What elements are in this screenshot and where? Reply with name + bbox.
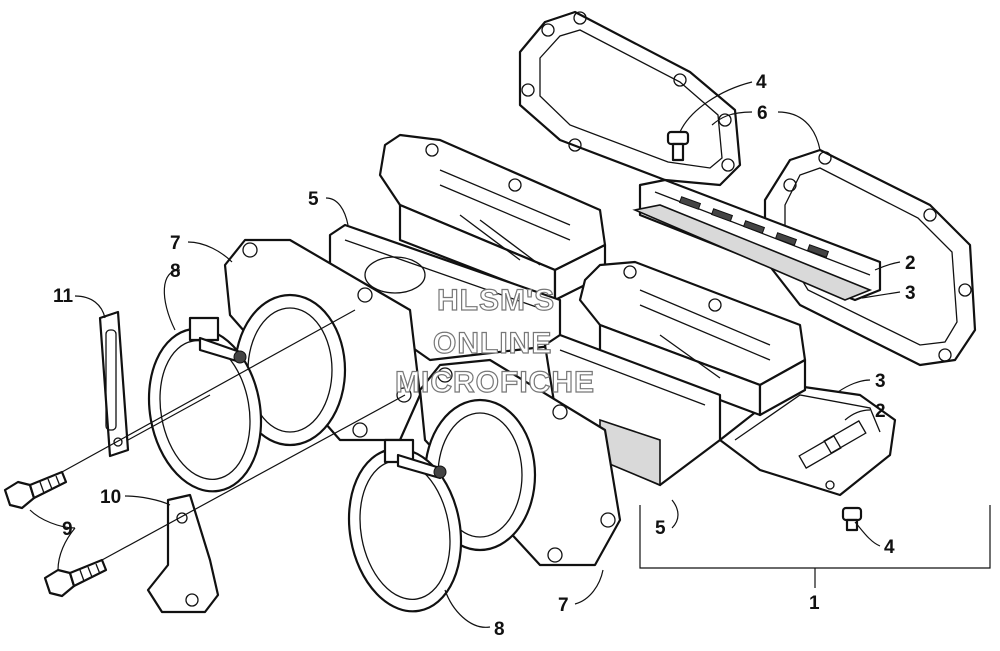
bolt-lower bbox=[43, 558, 108, 598]
reed-petal-upper bbox=[632, 178, 882, 302]
callout-10: 10 bbox=[100, 487, 121, 508]
callout-8-lower: 8 bbox=[494, 619, 505, 640]
assembly-lines bbox=[61, 309, 406, 561]
callout-3-upper: 3 bbox=[905, 283, 916, 304]
hose-clamp-upper bbox=[147, 316, 263, 493]
leader-lines bbox=[29, 81, 901, 628]
hose-clamp-lower bbox=[347, 438, 463, 613]
reed-gasket-upper bbox=[518, 10, 742, 187]
callout-1: 1 bbox=[809, 593, 820, 614]
callout-2-upper: 2 bbox=[905, 253, 916, 274]
callout-4-upper: 4 bbox=[756, 72, 767, 93]
callout-7-upper: 7 bbox=[170, 233, 181, 254]
callout-8-upper: 8 bbox=[170, 261, 181, 282]
callout-7-lower: 7 bbox=[558, 595, 569, 616]
callout-6: 6 bbox=[757, 103, 768, 124]
callout-5-upper: 5 bbox=[308, 189, 319, 210]
watermark-line-2: ONLINE bbox=[433, 327, 552, 360]
intake-boot-upper bbox=[223, 238, 422, 447]
callout-9: 9 bbox=[62, 519, 73, 540]
callout-3-lower: 3 bbox=[875, 371, 886, 392]
callout-4-lower: 4 bbox=[884, 537, 895, 558]
watermark-line-1: HLSM'S bbox=[437, 284, 555, 317]
callout-labels: 4 6 2 3 3 2 4 1 5 7 8 5 7 8 11 10 9 bbox=[53, 72, 916, 640]
callout-2-lower: 2 bbox=[875, 401, 886, 422]
bolt-upper bbox=[3, 470, 68, 510]
watermark-line-3: MICROFICHE bbox=[395, 366, 595, 399]
assembly-1-bracket bbox=[639, 505, 991, 569]
screw-upper bbox=[666, 130, 690, 162]
reed-cage-upper bbox=[378, 133, 607, 302]
mounting-bracket bbox=[98, 310, 130, 458]
reed-cage-lower bbox=[578, 260, 807, 417]
support-bracket bbox=[146, 493, 220, 614]
callout-11: 11 bbox=[53, 286, 74, 307]
watermark: HLSM'S ONLINE MICROFICHE bbox=[394, 283, 595, 399]
callout-5-lower: 5 bbox=[655, 518, 666, 539]
